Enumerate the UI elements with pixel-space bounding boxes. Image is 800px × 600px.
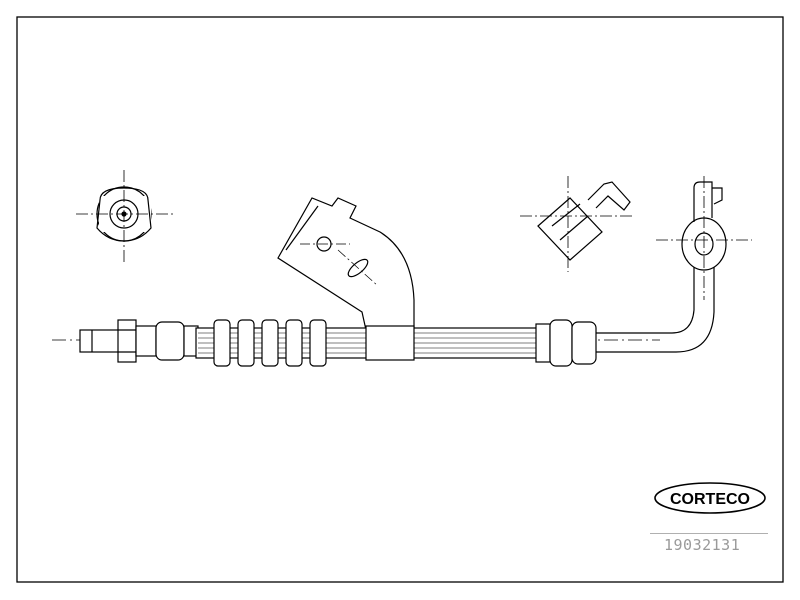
crimp-fitting bbox=[535, 319, 597, 367]
male-fitting bbox=[79, 319, 199, 363]
part-number-rule bbox=[650, 533, 768, 534]
corteco-logo: CORTECO bbox=[654, 482, 766, 514]
hose-body bbox=[195, 319, 541, 367]
mounting-bracket bbox=[277, 197, 415, 331]
end-fitting-front-view bbox=[76, 170, 176, 262]
part-number: 19032131 bbox=[664, 536, 741, 554]
steel-pipe bbox=[596, 262, 715, 353]
eye-fitting bbox=[656, 176, 752, 300]
angled-fitting-detail bbox=[520, 176, 632, 272]
brand-name: CORTECO bbox=[670, 491, 750, 508]
outer-frame bbox=[16, 16, 784, 583]
